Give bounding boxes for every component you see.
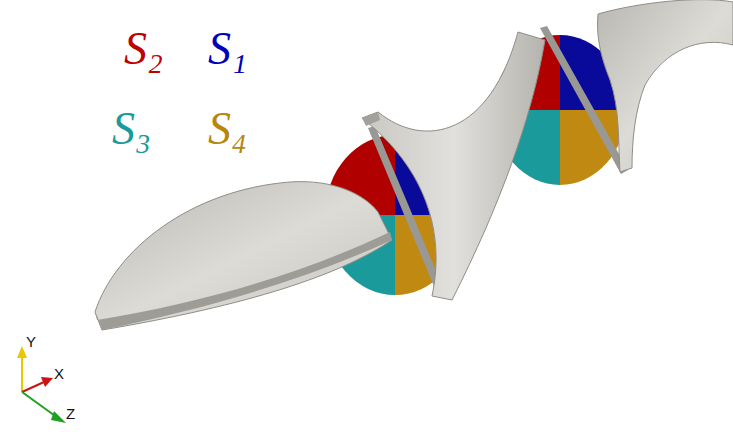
tape-surface — [95, 182, 392, 330]
axis-triad — [17, 346, 66, 423]
tape-surface — [362, 32, 545, 300]
part-label: S₁ — [208, 26, 247, 72]
part-label: S₂ — [124, 26, 163, 72]
part-label: S₄ — [208, 106, 247, 152]
axis-label: Z — [66, 406, 75, 421]
axis-label: X — [54, 366, 64, 381]
part-label: S₃ — [112, 106, 151, 152]
axis-label: Y — [26, 334, 36, 349]
tape-surface — [598, 0, 733, 172]
